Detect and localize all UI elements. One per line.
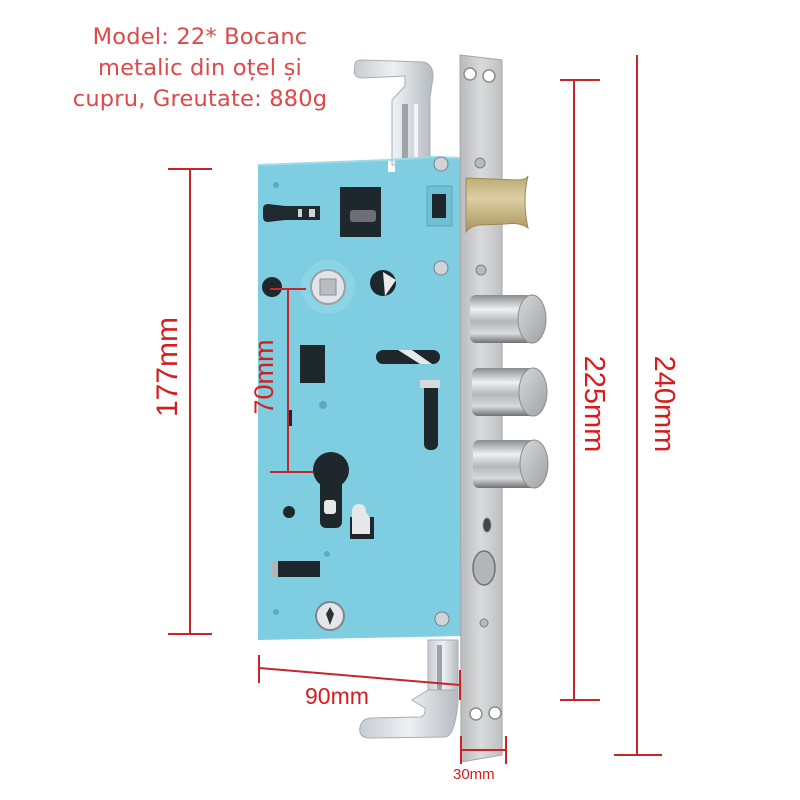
dimension-handle-to-cylinder: 70mm: [249, 339, 279, 415]
caption-line-1: Model: 22* Bocanc: [92, 24, 308, 50]
dimension-faceplate-width: 30mm: [453, 766, 495, 783]
dimension-faceplate-inner: 225mm: [578, 355, 610, 453]
deadbolts: [470, 294, 549, 489]
dimension-backset-width: 90mm: [305, 683, 369, 709]
caption-line-2: metalic din oțel și: [98, 55, 302, 81]
caption-line-3: cupru, Greutate: 880g: [72, 86, 328, 112]
lock-case: [257, 155, 463, 640]
dimension-faceplate-total: 240mm: [648, 355, 680, 453]
product-caption: Model: 22* Bocanc metalic din oțel și cu…: [50, 22, 350, 115]
dimension-lines: [168, 55, 662, 764]
top-hook: [353, 59, 434, 166]
bottom-hook: [359, 639, 459, 739]
dimension-case-height: 177mm: [151, 316, 184, 418]
latch-bolt: [465, 175, 529, 234]
